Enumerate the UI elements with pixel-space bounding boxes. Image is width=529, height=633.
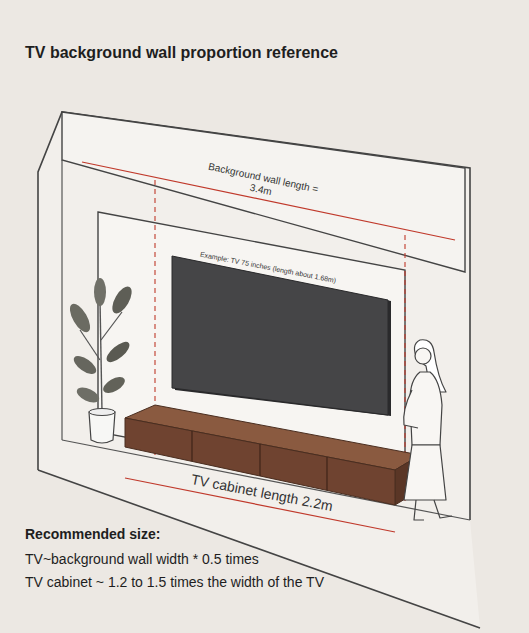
- wall-corner: [61, 160, 62, 440]
- note-heading: Recommended size:: [25, 526, 160, 543]
- tv-screen: [172, 256, 388, 415]
- note-line: TV~background wall width * 0.5 times: [25, 551, 259, 568]
- woman-figure: [404, 340, 452, 520]
- note-line: TV cabinet ~ 1.2 to 1.5 times the width …: [25, 574, 324, 591]
- potted-plant: [66, 278, 136, 443]
- room-fill: [38, 112, 480, 628]
- diagram-title: TV background wall proportion reference: [25, 44, 338, 62]
- room-outline: [38, 112, 470, 520]
